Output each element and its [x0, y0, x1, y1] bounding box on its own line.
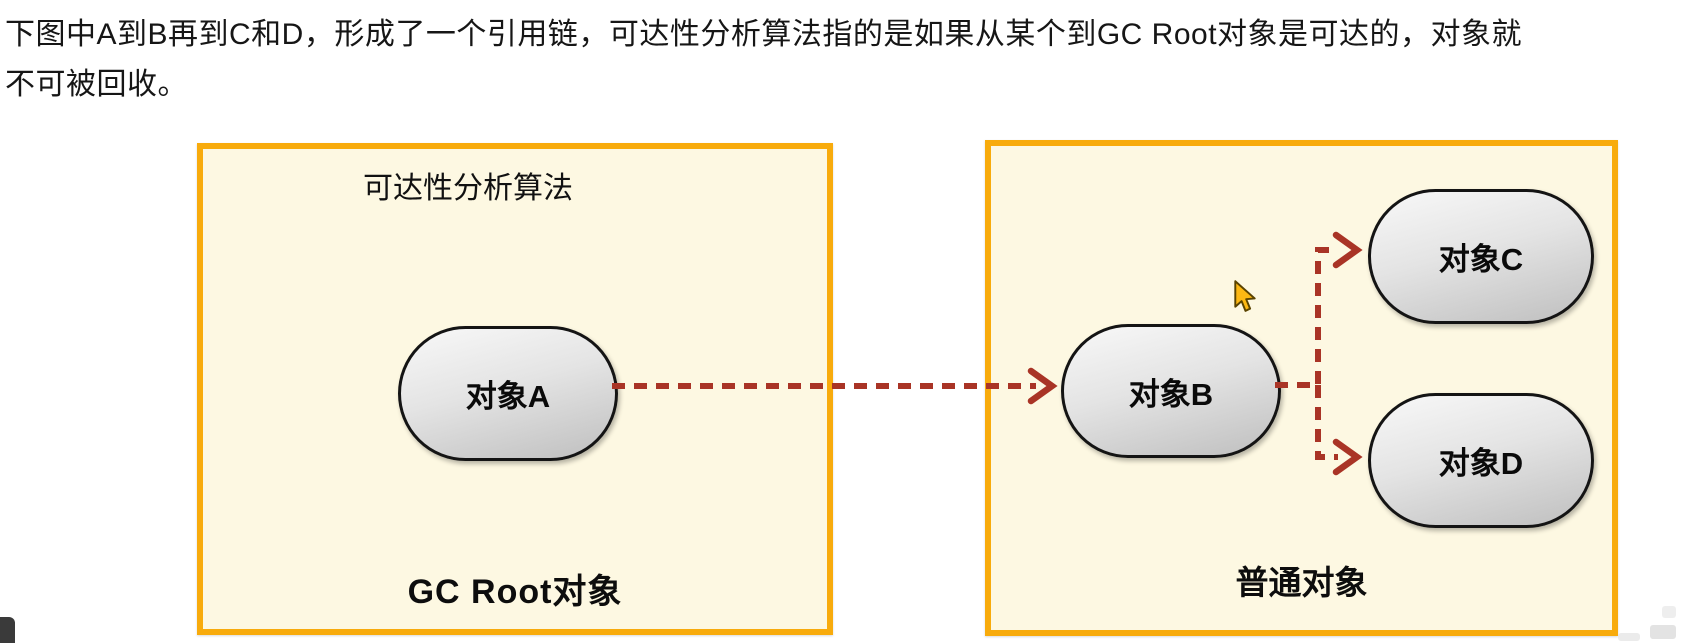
node-object-b: 对象B [1061, 324, 1281, 458]
gc-root-box-footer: GC Root对象 [407, 573, 623, 611]
intro-text-line-1: 下图中A到B再到C和D，形成了一个引用链，可达性分析算法指的是如果从某个到GC … [5, 18, 1523, 51]
watermark-fragment [1662, 606, 1676, 618]
gc-root-box-title: 可达性分析算法 [363, 172, 573, 205]
bottom-left-corner-fragment [0, 617, 15, 643]
mouse-cursor-icon [1234, 280, 1256, 312]
normal-objects-box-footer: 普通对象 [1235, 564, 1368, 601]
node-object-c: 对象C [1368, 189, 1594, 324]
node-object-d: 对象D [1368, 393, 1594, 528]
watermark-fragment [1650, 625, 1676, 639]
intro-text-line-2: 不可被回收。 [5, 68, 188, 101]
normal-objects-box: 对象B 对象C 对象D 普通对象 [985, 140, 1618, 636]
node-object-a-label: 对象A [465, 379, 551, 414]
node-object-a: 对象A [398, 326, 618, 461]
node-object-c-label: 对象C [1438, 242, 1524, 277]
node-object-b-label: 对象B [1128, 376, 1214, 412]
watermark-fragment [1618, 633, 1640, 641]
gc-root-box: 可达性分析算法 对象A GC Root对象 [197, 143, 833, 635]
node-object-d-label: 对象D [1438, 446, 1524, 481]
